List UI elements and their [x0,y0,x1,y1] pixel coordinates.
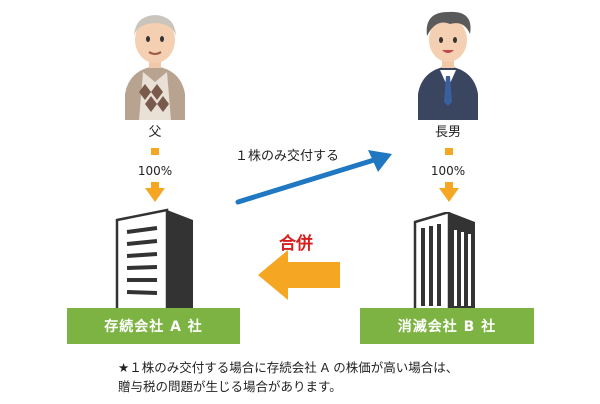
merger-label: 合併 [279,234,313,254]
father-illustration [125,15,185,120]
son-ownership-percent: 100% [430,164,466,178]
father-ownership-percent: 100% [137,164,173,178]
building-b-icon [413,212,475,312]
note-line-2: 贈与税の問題が生じる場合があります。 [118,379,342,394]
note-line-1: ★１株のみ交付する場合に存続会社 A の株価が高い場合は、 [118,360,459,375]
son-label: 長男 [434,125,461,140]
son-illustration [418,11,478,120]
transfer-arrow-icon [235,150,392,205]
absorbed-company-label: 消滅会社 B 社 [397,319,497,335]
absorbed-company-band: 消滅会社 B 社 [360,308,534,344]
down-arrow-icon [145,148,165,202]
surviving-company-label: 存続会社 A 社 [104,319,203,335]
transfer-label: １株のみ交付する [235,149,340,164]
building-a-icon [115,208,193,312]
surviving-company-band: 存続会社 A 社 [67,308,240,344]
note-text: ★１株のみ交付する場合に存続会社 A の株価が高い場合は、 贈与税の問題が生じる… [118,358,588,396]
down-arrow-icon [439,148,459,202]
father-label: 父 [148,125,162,140]
merge-arrow-icon [258,250,340,300]
